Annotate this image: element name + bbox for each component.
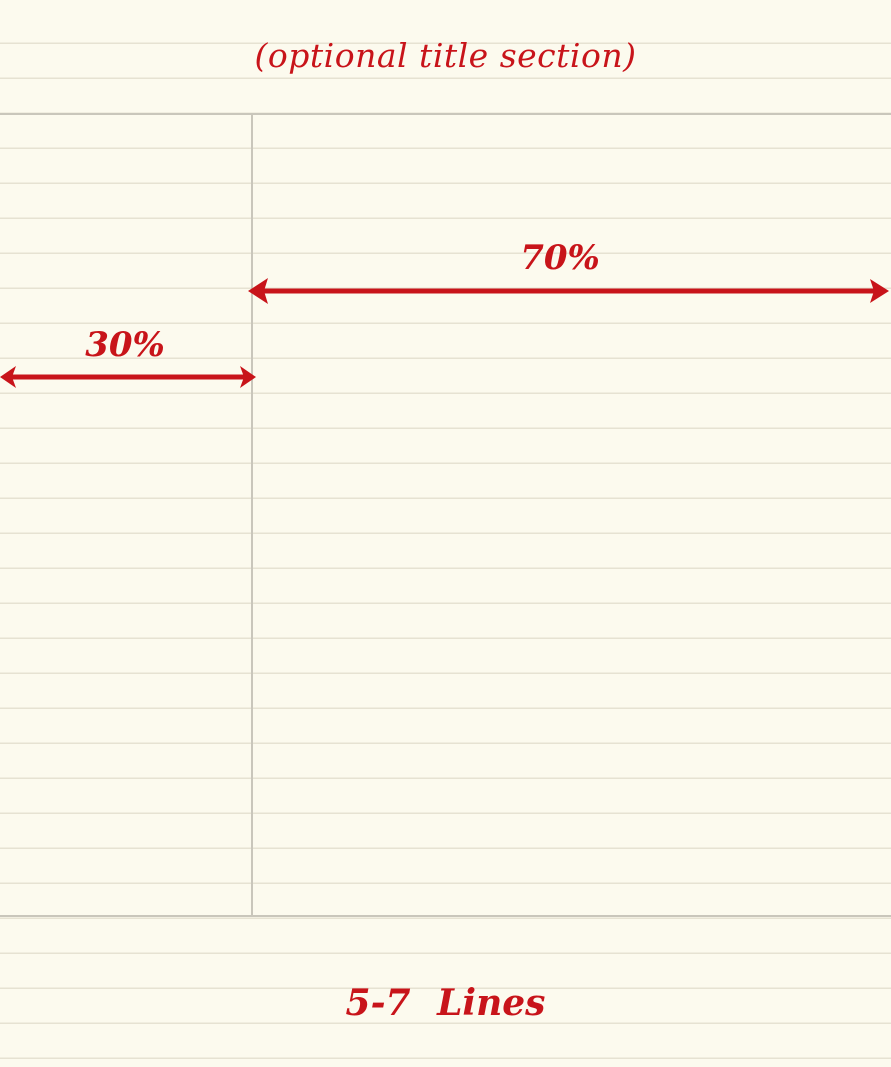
cue-column-width-label: 30%	[85, 325, 165, 365]
arrowhead-right-icon	[870, 279, 889, 303]
summary-section-divider	[0, 915, 891, 917]
cue-column-divider	[251, 114, 253, 916]
arrowhead-left-icon	[0, 366, 16, 388]
notes-column-width-label: 70%	[520, 238, 600, 278]
arrowhead-right-icon	[240, 366, 256, 388]
cue-width-arrow	[0, 366, 256, 388]
title-section-divider	[0, 113, 891, 115]
notes-width-arrow	[248, 278, 889, 304]
title-section-label: (optional title section)	[254, 36, 637, 75]
summary-section-label: 5-7 Lines	[345, 982, 546, 1024]
